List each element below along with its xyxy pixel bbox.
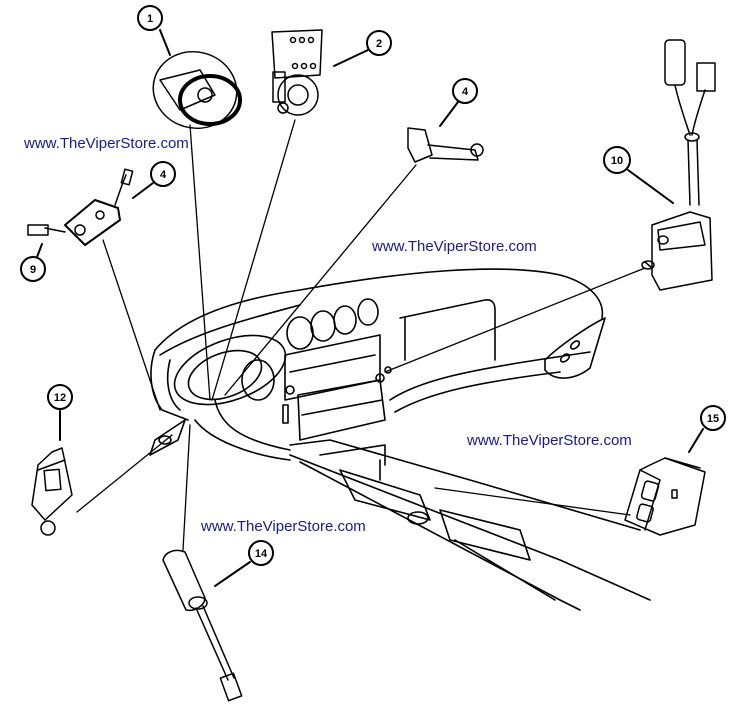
part-actuator <box>641 39 716 291</box>
part-headlamp-switch <box>31 447 73 536</box>
leader-lines <box>76 119 646 551</box>
callout-9: 9 <box>20 243 46 282</box>
callout-label: 1 <box>147 13 153 25</box>
part-window-switch <box>624 457 706 536</box>
callout-label: 9 <box>30 264 36 276</box>
callout-label: 15 <box>707 413 719 425</box>
part-clockspring <box>152 50 242 130</box>
callout-label: 4 <box>462 86 469 98</box>
watermark-text: www.TheViperStore.com <box>467 432 632 449</box>
callout-2: 2 <box>333 30 392 67</box>
callout-15: 15 <box>688 405 726 453</box>
callout-label: 10 <box>611 155 623 167</box>
part-ambient-sensor <box>162 549 243 702</box>
dashboard-illustration <box>149 268 651 611</box>
part-ignition-module <box>271 29 323 116</box>
callout-label: 2 <box>376 38 382 50</box>
part-wiper-stalk <box>407 127 484 163</box>
callout-12: 12 <box>47 384 73 441</box>
callout-1: 1 <box>137 5 171 56</box>
part-multifunction-switch <box>27 168 134 246</box>
callout-4-left: 4 <box>132 161 176 199</box>
callout-4-right: 4 <box>439 78 478 127</box>
callout-label: 14 <box>255 548 268 560</box>
callout-14: 14 <box>214 540 274 587</box>
watermark-text: www.TheViperStore.com <box>24 135 189 152</box>
callout-10: 10 <box>603 146 674 204</box>
callout-label: 12 <box>54 392 66 404</box>
watermark-text: www.TheViperStore.com <box>201 518 366 535</box>
callout-label: 4 <box>160 169 167 181</box>
watermark-text: www.TheViperStore.com <box>372 238 537 255</box>
